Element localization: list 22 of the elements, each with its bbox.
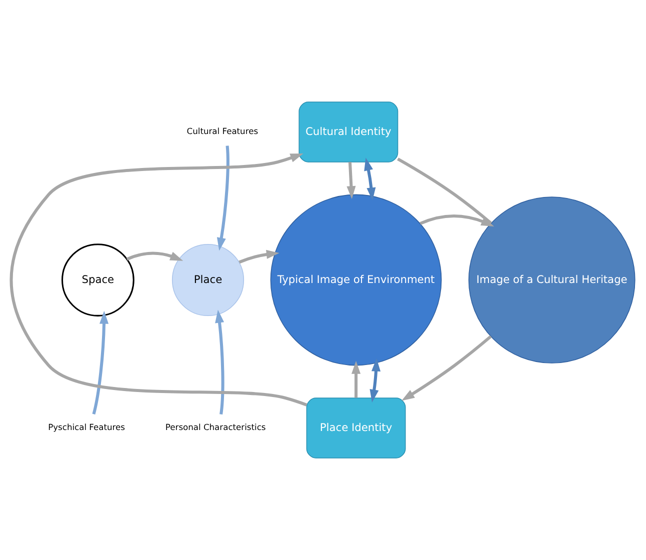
- arrow: [216, 146, 230, 251]
- node-text: Pyschical Features: [48, 422, 126, 432]
- node-circle: Image of a Cultural Heritage: [468, 196, 636, 364]
- arrow: [238, 250, 280, 264]
- arrow: [126, 252, 184, 261]
- arrow: [215, 310, 224, 414]
- arrow: [10, 153, 308, 406]
- node-box: Place Identity: [306, 398, 406, 458]
- node-text: Personal Characteristics: [165, 422, 266, 432]
- arrow: [420, 214, 494, 226]
- node-text: Cultural Features: [186, 126, 258, 136]
- node-box: Cultural Identity: [298, 102, 398, 162]
- connector: [397, 158, 492, 224]
- node-circle: Typical Image of Environment: [270, 194, 442, 366]
- arrow: [92, 310, 109, 414]
- arrow: [352, 360, 361, 398]
- node-circle: Place: [172, 244, 244, 316]
- arrow: [402, 335, 492, 401]
- arrow: [346, 162, 356, 200]
- node-circle: Space: [62, 244, 134, 316]
- arrow: [364, 158, 376, 201]
- arrow: [370, 358, 381, 403]
